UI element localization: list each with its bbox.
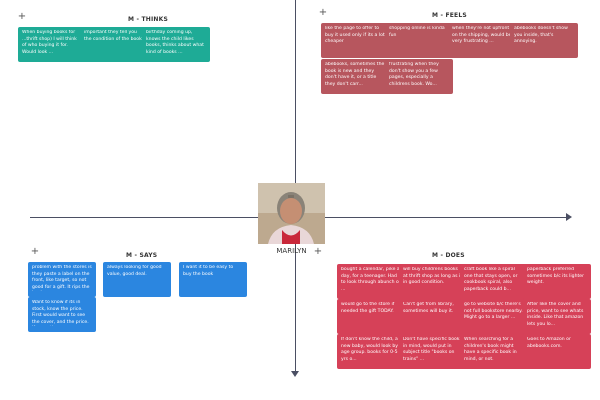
- eye-icon[interactable]: [86, 326, 93, 330]
- note-text: bought a calendar, pike a day, for a tee…: [341, 267, 401, 292]
- feels-sticky-note[interactable]: when they're not upfront on the shipping…: [448, 23, 516, 58]
- add-thinks-note-button[interactable]: +: [17, 11, 27, 22]
- eye-icon[interactable]: [200, 56, 207, 60]
- does-quadrant-title: M - DOES: [432, 252, 465, 259]
- note-text: paperback preferred sometimes b/c its li…: [527, 267, 585, 286]
- feels-sticky-note[interactable]: like the page to offer to buy it used on…: [321, 23, 389, 58]
- does-sticky-note[interactable]: craft book like a spiral one that stays …: [460, 264, 528, 299]
- feels-sticky-note[interactable]: abebooks doesn't show you inside, that's…: [510, 23, 578, 58]
- eye-icon[interactable]: [443, 88, 450, 92]
- does-sticky-note[interactable]: Can't get from library, sometimes will b…: [399, 299, 467, 334]
- note-text: When buying books for ...thrift shop) I …: [22, 30, 77, 55]
- eye-icon[interactable]: [568, 52, 575, 56]
- thinks-sticky-note[interactable]: important they tell you the condition of…: [80, 27, 148, 62]
- does-sticky-note[interactable]: After like the cover and price, want to …: [523, 299, 591, 334]
- note-text: When searching for a children's book mig…: [464, 337, 517, 362]
- note-text: frustrating when they don't show you a f…: [389, 62, 439, 87]
- thinks-sticky-note[interactable]: birthday coming up, knows the child like…: [142, 27, 210, 62]
- says-sticky-note[interactable]: Want to know if its in stock, know the p…: [28, 297, 96, 332]
- note-text: I want it to be easy to buy the book: [183, 265, 234, 277]
- note-text: go to website b/c there's not full books…: [464, 302, 523, 321]
- note-text: craft book like a spiral one that stays …: [464, 267, 518, 292]
- persona-name: MARILYN: [276, 247, 307, 255]
- does-sticky-note[interactable]: go to website b/c there's not full books…: [460, 299, 528, 334]
- eye-icon[interactable]: [86, 291, 93, 295]
- note-text: After like the cover and price, want to …: [527, 302, 584, 327]
- says-quadrant-title: M - SAYS: [126, 252, 158, 259]
- note-text: birthday coming up, knows the child like…: [146, 30, 204, 55]
- eye-icon[interactable]: [237, 291, 244, 295]
- add-does-note-button[interactable]: +: [313, 246, 323, 257]
- feels-sticky-note[interactable]: frustrating when they don't show you a f…: [385, 59, 453, 94]
- person-photo-icon: [258, 183, 325, 244]
- says-sticky-note[interactable]: always looking for good value, good deal…: [103, 262, 171, 297]
- does-sticky-note[interactable]: Goes to Amazon or abebooks.com.: [523, 334, 591, 369]
- feels-sticky-note[interactable]: shopping online is kinda fun: [385, 23, 453, 58]
- note-text: Want to know if its in stock, know the p…: [32, 300, 89, 325]
- eye-icon[interactable]: [581, 363, 588, 367]
- feels-sticky-note[interactable]: abebooks, sometimes the book is new and …: [321, 59, 389, 94]
- thinks-sticky-note[interactable]: When buying books for ...thrift shop) I …: [18, 27, 86, 62]
- does-sticky-note[interactable]: When searching for a children's book mig…: [460, 334, 528, 369]
- does-sticky-note[interactable]: If don't know the child, a new baby, wou…: [337, 334, 405, 369]
- note-text: shopping online is kinda fun: [389, 26, 445, 38]
- vertical-axis-arrow: [291, 371, 299, 377]
- note-text: Can't get from library, sometimes will b…: [403, 302, 454, 314]
- note-text: Don't have specific book in mind, would …: [403, 337, 460, 362]
- says-sticky-note[interactable]: I want it to be easy to buy the book: [179, 262, 247, 297]
- note-text: abebooks doesn't show you inside, that's…: [514, 26, 568, 45]
- note-text: If don't know the child, a new baby, wou…: [341, 337, 399, 362]
- feels-quadrant-title: M - FEELS: [432, 12, 467, 19]
- eye-icon[interactable]: [161, 291, 168, 295]
- eye-icon[interactable]: [581, 328, 588, 332]
- does-sticky-note[interactable]: paperback preferred sometimes b/c its li…: [523, 264, 591, 299]
- horizontal-axis-arrow: [566, 213, 572, 221]
- eye-icon[interactable]: [581, 293, 588, 297]
- says-sticky-note[interactable]: problem with the stores is they paste a …: [28, 262, 96, 297]
- does-sticky-note[interactable]: would go to the store if needed the gift…: [337, 299, 405, 334]
- note-text: always looking for good value, good deal…: [107, 265, 162, 277]
- avatar: [258, 183, 325, 244]
- add-says-note-button[interactable]: +: [30, 246, 40, 257]
- does-sticky-note[interactable]: Don't have specific book in mind, would …: [399, 334, 467, 369]
- note-text: would go to the store if needed the gift…: [341, 302, 395, 314]
- note-text: will buy childrens books at thrift shop …: [403, 267, 463, 286]
- note-text: when they're not upfront on the shipping…: [452, 26, 512, 45]
- note-text: Goes to Amazon or abebooks.com.: [527, 337, 571, 349]
- note-text: like the page to offer to buy it used on…: [325, 26, 385, 45]
- does-sticky-note[interactable]: will buy childrens books at thrift shop …: [399, 264, 467, 299]
- add-feels-note-button[interactable]: +: [318, 7, 328, 18]
- note-text: abebooks, sometimes the book is new and …: [325, 62, 385, 87]
- thinks-quadrant-title: M - THINKS: [128, 16, 168, 23]
- note-text: important they tell you the condition of…: [84, 30, 144, 42]
- note-text: problem with the stores is they paste a …: [32, 265, 92, 290]
- does-sticky-note[interactable]: bought a calendar, pike a day, for a tee…: [337, 264, 405, 299]
